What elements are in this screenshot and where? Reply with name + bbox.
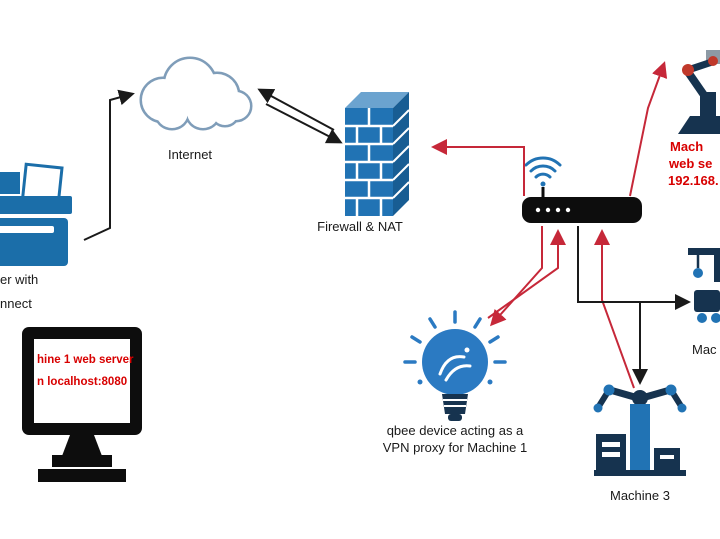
- arrow-machine3-to-router: [594, 229, 635, 389]
- arrow-router-to-machine2: [629, 61, 668, 197]
- arrow-printer-to-internet: [83, 89, 135, 241]
- machine2-label-line2: web se: [669, 156, 713, 171]
- wifi-icon: [524, 156, 562, 179]
- monitor-screen-line2: n localhost:8080: [37, 376, 128, 388]
- arrow-router-to-firewall: [431, 139, 525, 196]
- crane-icon: [688, 248, 720, 323]
- arrow-internet-to-firewall: [265, 103, 343, 144]
- industrial-robot-icon: [593, 384, 687, 476]
- machine4-label: Mac: [692, 342, 717, 357]
- monitor-icon: [22, 327, 142, 482]
- machine2-label-line1: Mach: [670, 139, 704, 154]
- robot-arm-icon: [678, 50, 720, 134]
- wifi-router-icon: [522, 156, 642, 223]
- printer-label-line1: er with: [0, 272, 39, 287]
- qbee-label-line1: qbee device acting as a: [386, 423, 524, 438]
- machine3-label: Machine 3: [610, 488, 670, 503]
- arrow-router-to-machine4: [577, 226, 691, 310]
- cloud-icon: [139, 56, 253, 131]
- printer-label-line2: nnect: [0, 296, 32, 311]
- lightbulb-icon: [403, 310, 507, 421]
- machine2-label-line3: 192.168.: [668, 173, 719, 188]
- firewall-icon: [345, 92, 410, 216]
- firewall-label: Firewall & NAT: [317, 219, 403, 234]
- internet-label: Internet: [167, 147, 213, 162]
- qbee-label: qbee device acting as a VPN proxy for Ma…: [372, 422, 538, 456]
- arrow-qbee-to-router: [487, 229, 566, 319]
- monitor-screen-line1: hine 1 web server: [37, 354, 134, 366]
- printer-icon: [0, 162, 72, 266]
- qbee-label-line2: VPN proxy for Machine 1: [382, 440, 528, 455]
- arrow-router-to-qbee: [490, 226, 543, 327]
- arrow-firewall-to-internet: [257, 88, 335, 131]
